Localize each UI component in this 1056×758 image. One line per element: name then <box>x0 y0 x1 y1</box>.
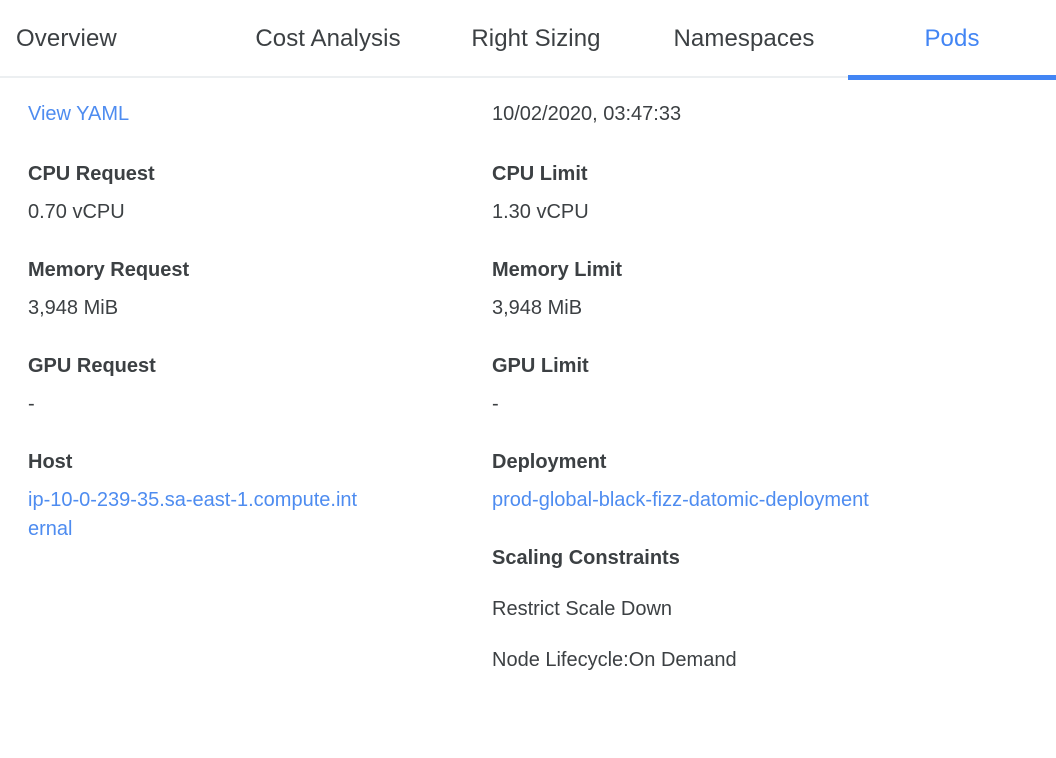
field-gpu-request: GPU Request - <box>28 353 464 419</box>
scaling-constraint-restrict-scale-down: Restrict Scale Down <box>492 598 673 620</box>
gpu-request-label: GPU Request <box>28 355 156 377</box>
pod-details-panel: View YAML CPU Request 0.70 vCPU Memory R… <box>0 78 1056 675</box>
details-column-right: 10/02/2020, 03:47:33 CPU Limit 1.30 vCPU… <box>464 78 934 675</box>
memory-limit-value: 3,948 MiB <box>492 297 583 319</box>
memory-request-value: 3,948 MiB <box>28 297 119 319</box>
tab-right-sizing[interactable]: Right Sizing <box>432 0 640 78</box>
scaling-constraints-section: Scaling Constraints Restrict Scale Down … <box>492 545 934 675</box>
deployment-link[interactable]: prod-global-black-fizz-datomic-deploymen… <box>492 489 869 511</box>
field-host: Host ip-10-0-239-35.sa-east-1.compute.in… <box>28 449 464 544</box>
gpu-limit-value: - <box>492 393 499 415</box>
cpu-request-value: 0.70 vCPU <box>28 201 125 223</box>
host-link[interactable]: ip-10-0-239-35.sa-east-1.compute.interna… <box>28 489 358 540</box>
tab-pods[interactable]: Pods <box>848 0 1056 80</box>
tab-pods-label: Pods <box>924 25 980 52</box>
details-columns: View YAML CPU Request 0.70 vCPU Memory R… <box>0 78 1056 675</box>
host-label: Host <box>28 451 73 473</box>
tab-bar: Overview Cost Analysis Right Sizing Name… <box>0 0 1056 80</box>
tab-right-sizing-label: Right Sizing <box>471 25 601 52</box>
field-deployment: Deployment prod-global-black-fizz-datomi… <box>492 449 934 515</box>
cpu-limit-value: 1.30 vCPU <box>492 201 589 223</box>
tab-namespaces-label: Namespaces <box>673 25 815 52</box>
tab-namespaces[interactable]: Namespaces <box>640 0 848 78</box>
gpu-limit-label: GPU Limit <box>492 355 589 377</box>
timestamp-row: 10/02/2020, 03:47:33 <box>492 100 934 129</box>
field-cpu-limit: CPU Limit 1.30 vCPU <box>492 161 934 227</box>
tab-cost-analysis[interactable]: Cost Analysis <box>224 0 432 78</box>
cpu-limit-label: CPU Limit <box>492 163 588 185</box>
field-memory-limit: Memory Limit 3,948 MiB <box>492 257 934 323</box>
pod-timestamp: 10/02/2020, 03:47:33 <box>492 103 682 125</box>
view-yaml-link[interactable]: View YAML <box>28 103 130 125</box>
deployment-label: Deployment <box>492 451 607 473</box>
tab-overview[interactable]: Overview <box>0 0 224 78</box>
tab-cost-analysis-label: Cost Analysis <box>255 25 401 52</box>
tab-list: Overview Cost Analysis Right Sizing Name… <box>0 0 1056 80</box>
scaling-constraints-title: Scaling Constraints <box>492 547 680 569</box>
memory-limit-label: Memory Limit <box>492 259 623 281</box>
scaling-constraint-node-lifecycle: Node Lifecycle:On Demand <box>492 649 737 671</box>
field-gpu-limit: GPU Limit - <box>492 353 934 419</box>
view-yaml-row: View YAML <box>28 100 464 129</box>
details-column-left: View YAML CPU Request 0.70 vCPU Memory R… <box>0 78 464 574</box>
cpu-request-label: CPU Request <box>28 163 155 185</box>
tab-overview-label: Overview <box>16 25 117 52</box>
gpu-request-value: - <box>28 393 35 415</box>
field-cpu-request: CPU Request 0.70 vCPU <box>28 161 464 227</box>
field-memory-request: Memory Request 3,948 MiB <box>28 257 464 323</box>
memory-request-label: Memory Request <box>28 259 190 281</box>
